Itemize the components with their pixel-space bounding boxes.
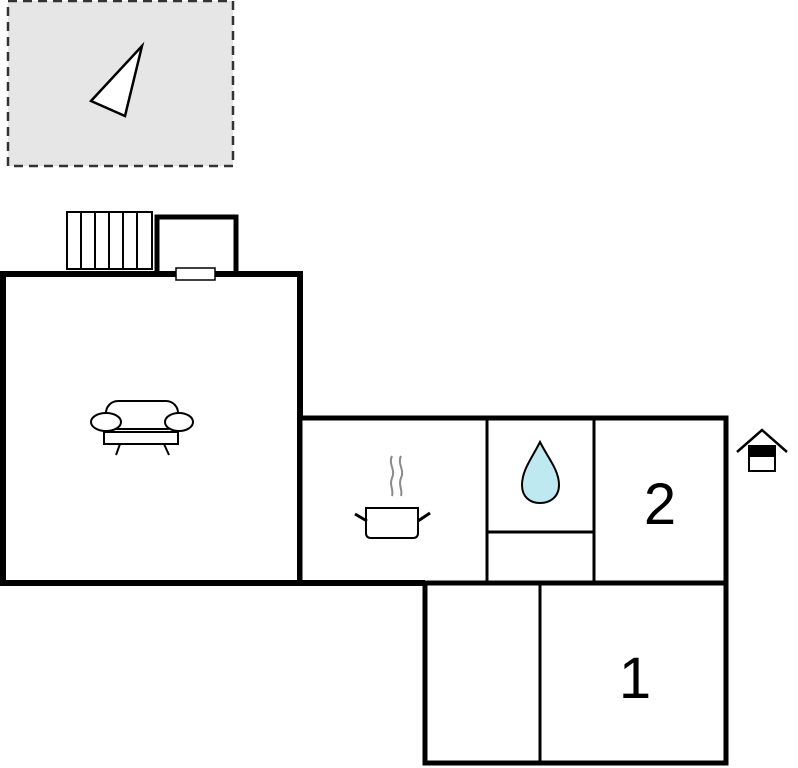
entry-vestibule-wall — [154, 214, 239, 274]
room-number-1: 1 — [619, 646, 651, 711]
house-entrance-icon — [736, 428, 788, 472]
water-drop-icon — [520, 439, 561, 505]
sofa-icon — [90, 400, 194, 456]
stairs-icon — [66, 211, 153, 270]
door-icon — [175, 267, 216, 281]
cooking-pot-icon — [354, 455, 431, 539]
room-number-2: 2 — [644, 472, 676, 537]
south-wing-wall — [422, 580, 729, 766]
north-arrow-icon — [88, 41, 145, 118]
